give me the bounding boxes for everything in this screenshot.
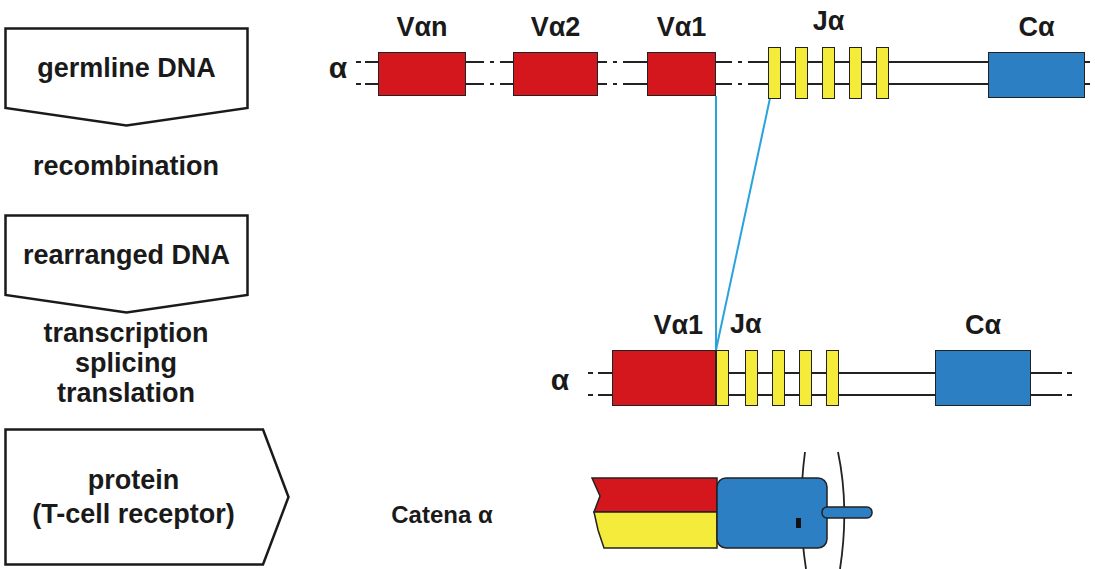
step-label: transcription splicing translation [43, 318, 208, 408]
v-segment: Vα1 [647, 52, 716, 96]
j-segment [822, 47, 835, 99]
j-segment [849, 47, 862, 99]
chain-name: α [329, 50, 347, 86]
j-segment [772, 350, 785, 406]
label-holder: transcription splicing translation [0, 318, 326, 408]
step-outline [4, 428, 290, 566]
segment-label: Cα [1018, 11, 1054, 43]
j-segment-group: Jα [716, 350, 839, 406]
protein-chain-illustration [592, 452, 872, 569]
step-outline-shape [6, 430, 289, 565]
j-segment [768, 47, 781, 99]
label-holder: Catena α [242, 501, 642, 530]
segment-label: Jα [730, 308, 762, 340]
label-holder: α [360, 362, 760, 398]
step-text-area: protein(T-cell receptor) [4, 428, 263, 566]
process-step-box: protein(T-cell receptor) [4, 428, 290, 566]
segment-label: Vα1 [653, 309, 703, 341]
segment-label: Cα [965, 309, 1001, 341]
step-label: recombination [33, 150, 219, 182]
j-segment [876, 47, 889, 99]
label-holder: recombination [0, 150, 326, 182]
step-title: germline DNA [37, 51, 216, 85]
recombination-link [715, 96, 717, 350]
j-segment [795, 47, 808, 99]
segment-label: Vα1 [657, 11, 707, 43]
step-title: protein [88, 463, 180, 497]
step-text-area: germline DNA [4, 27, 249, 108]
step-subtitle: (T-cell receptor) [32, 497, 235, 531]
label-holder: α [138, 50, 538, 86]
v-segment: Vα2 [513, 52, 598, 96]
j-segment-group: Jα [768, 47, 889, 99]
j-segment [799, 350, 812, 406]
germline-dna-strand [356, 62, 1090, 84]
j-segment [826, 350, 839, 406]
c-segment: Cα [988, 52, 1085, 98]
step-text-area: rearranged DNA [4, 214, 249, 295]
process-step-box: germline DNA [4, 27, 249, 127]
segment-label: Vα2 [531, 11, 581, 43]
step-title: rearranged DNA [23, 238, 230, 272]
recombination-link [716, 99, 770, 350]
step-outline-shape [6, 29, 248, 126]
step-outline-shape [6, 216, 248, 313]
j-segment [716, 350, 729, 406]
v-segment: Vα1 [612, 350, 716, 406]
c-segment: Cα [935, 350, 1031, 406]
segment-label: Jα [813, 5, 845, 37]
chain-label: Catena α [391, 501, 492, 530]
v-segment: Vαn [378, 52, 466, 96]
process-step-box: rearranged DNA [4, 214, 249, 314]
chain-name: α [551, 362, 569, 398]
j-segment [745, 350, 758, 406]
segment-label: Vαn [396, 11, 447, 43]
